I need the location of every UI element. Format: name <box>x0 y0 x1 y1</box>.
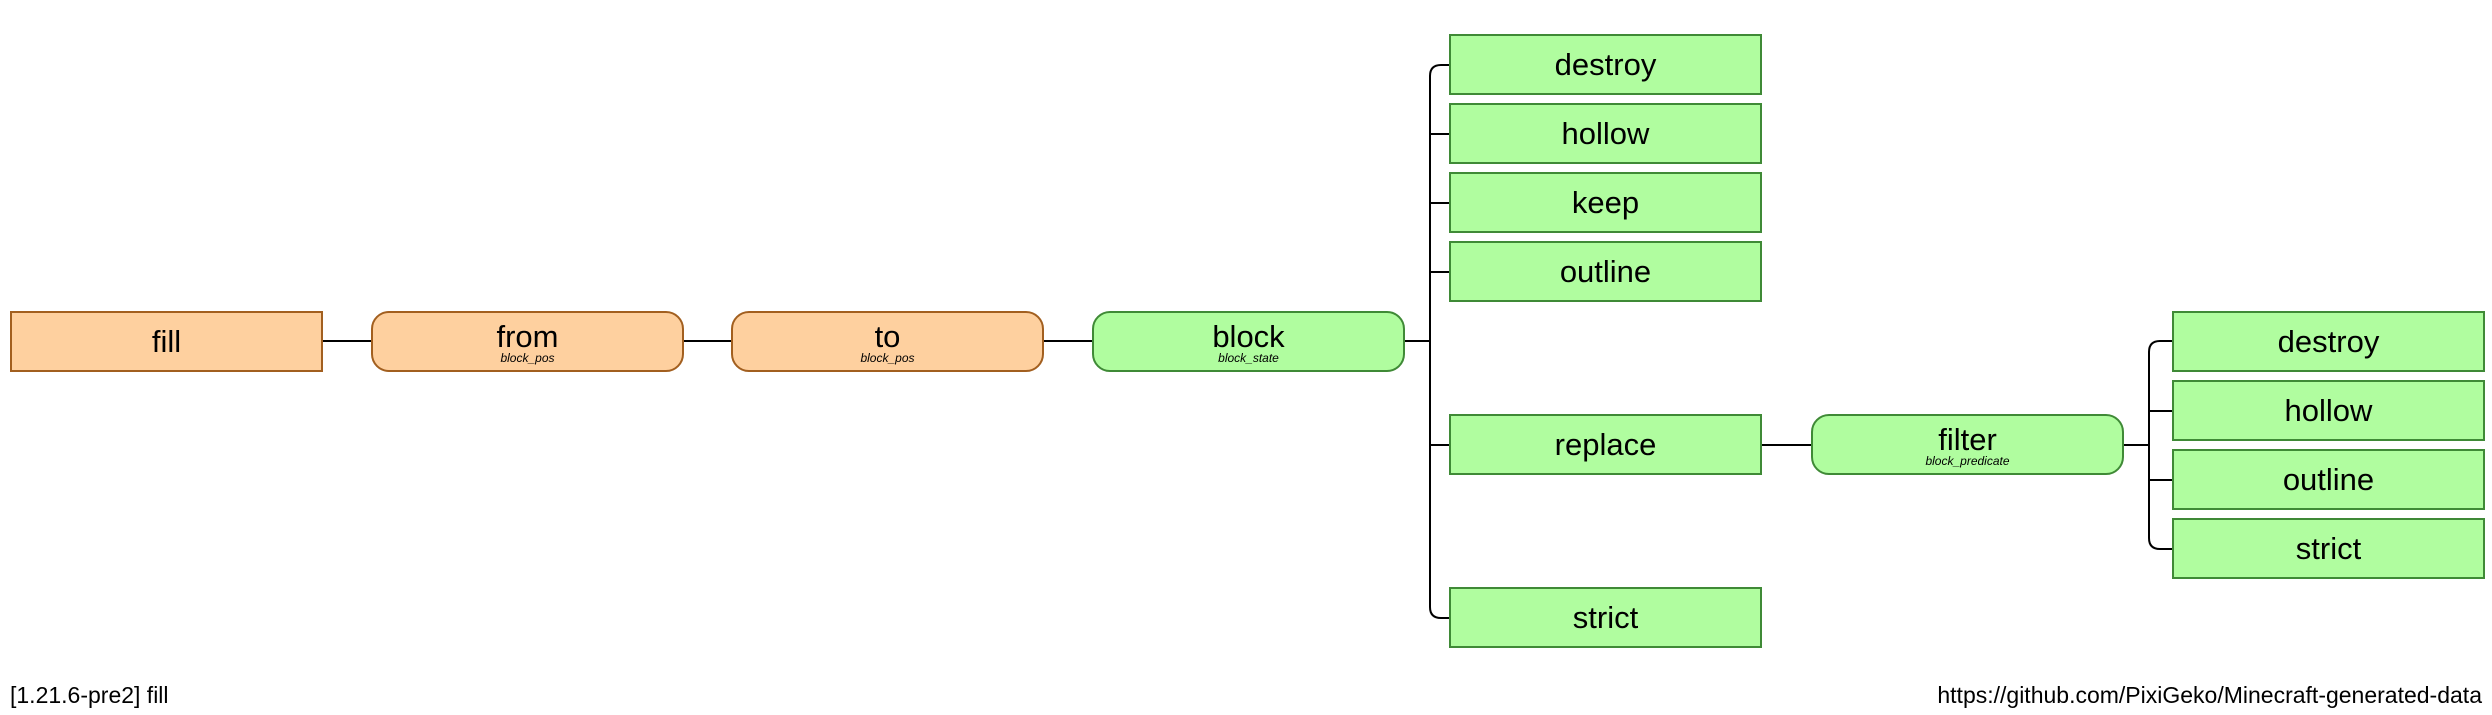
node-type: block_pos <box>500 350 555 365</box>
node-label: block <box>1212 318 1285 354</box>
node-type: block_pos <box>860 350 915 365</box>
node-filter-outline: outline <box>2172 449 2485 510</box>
node-filter-strict: strict <box>2172 518 2485 579</box>
node-type: block_predicate <box>1925 453 2010 468</box>
source-url: https://github.com/PixiGeko/Minecraft-ge… <box>1937 682 2482 708</box>
node-replace: replace <box>1449 414 1762 475</box>
node-strict: strict <box>1449 587 1762 648</box>
node-label: destroy <box>1554 46 1657 82</box>
node-block: block block_state <box>1092 311 1405 372</box>
node-label: replace <box>1554 426 1657 462</box>
node-label: from <box>496 318 559 354</box>
node-label: hollow <box>1561 115 1650 151</box>
node-label: filter <box>1938 421 1997 457</box>
edge-block-branches <box>1429 64 1449 619</box>
node-label: keep <box>1571 184 1640 220</box>
node-outline: outline <box>1449 241 1762 302</box>
node-fill: fill <box>10 311 323 372</box>
version-label: [1.21.6-pre2] fill <box>10 682 169 708</box>
node-filter: filter block_predicate <box>1811 414 2124 475</box>
node-filter-hollow: hollow <box>2172 380 2485 441</box>
node-hollow: hollow <box>1449 103 1762 164</box>
node-label: fill <box>151 323 182 359</box>
edge-filter-branches <box>2148 340 2172 550</box>
node-destroy: destroy <box>1449 34 1762 95</box>
node-type: block_state <box>1218 350 1279 365</box>
node-from: from block_pos <box>371 311 684 372</box>
node-label: destroy <box>2277 323 2380 359</box>
node-label: to <box>874 318 901 354</box>
node-to: to block_pos <box>731 311 1044 372</box>
node-keep: keep <box>1449 172 1762 233</box>
node-label: outline <box>2282 461 2375 497</box>
node-filter-destroy: destroy <box>2172 311 2485 372</box>
node-label: strict <box>1572 599 1639 635</box>
node-label: hollow <box>2284 392 2373 428</box>
node-label: strict <box>2295 530 2362 566</box>
node-label: outline <box>1559 253 1652 289</box>
